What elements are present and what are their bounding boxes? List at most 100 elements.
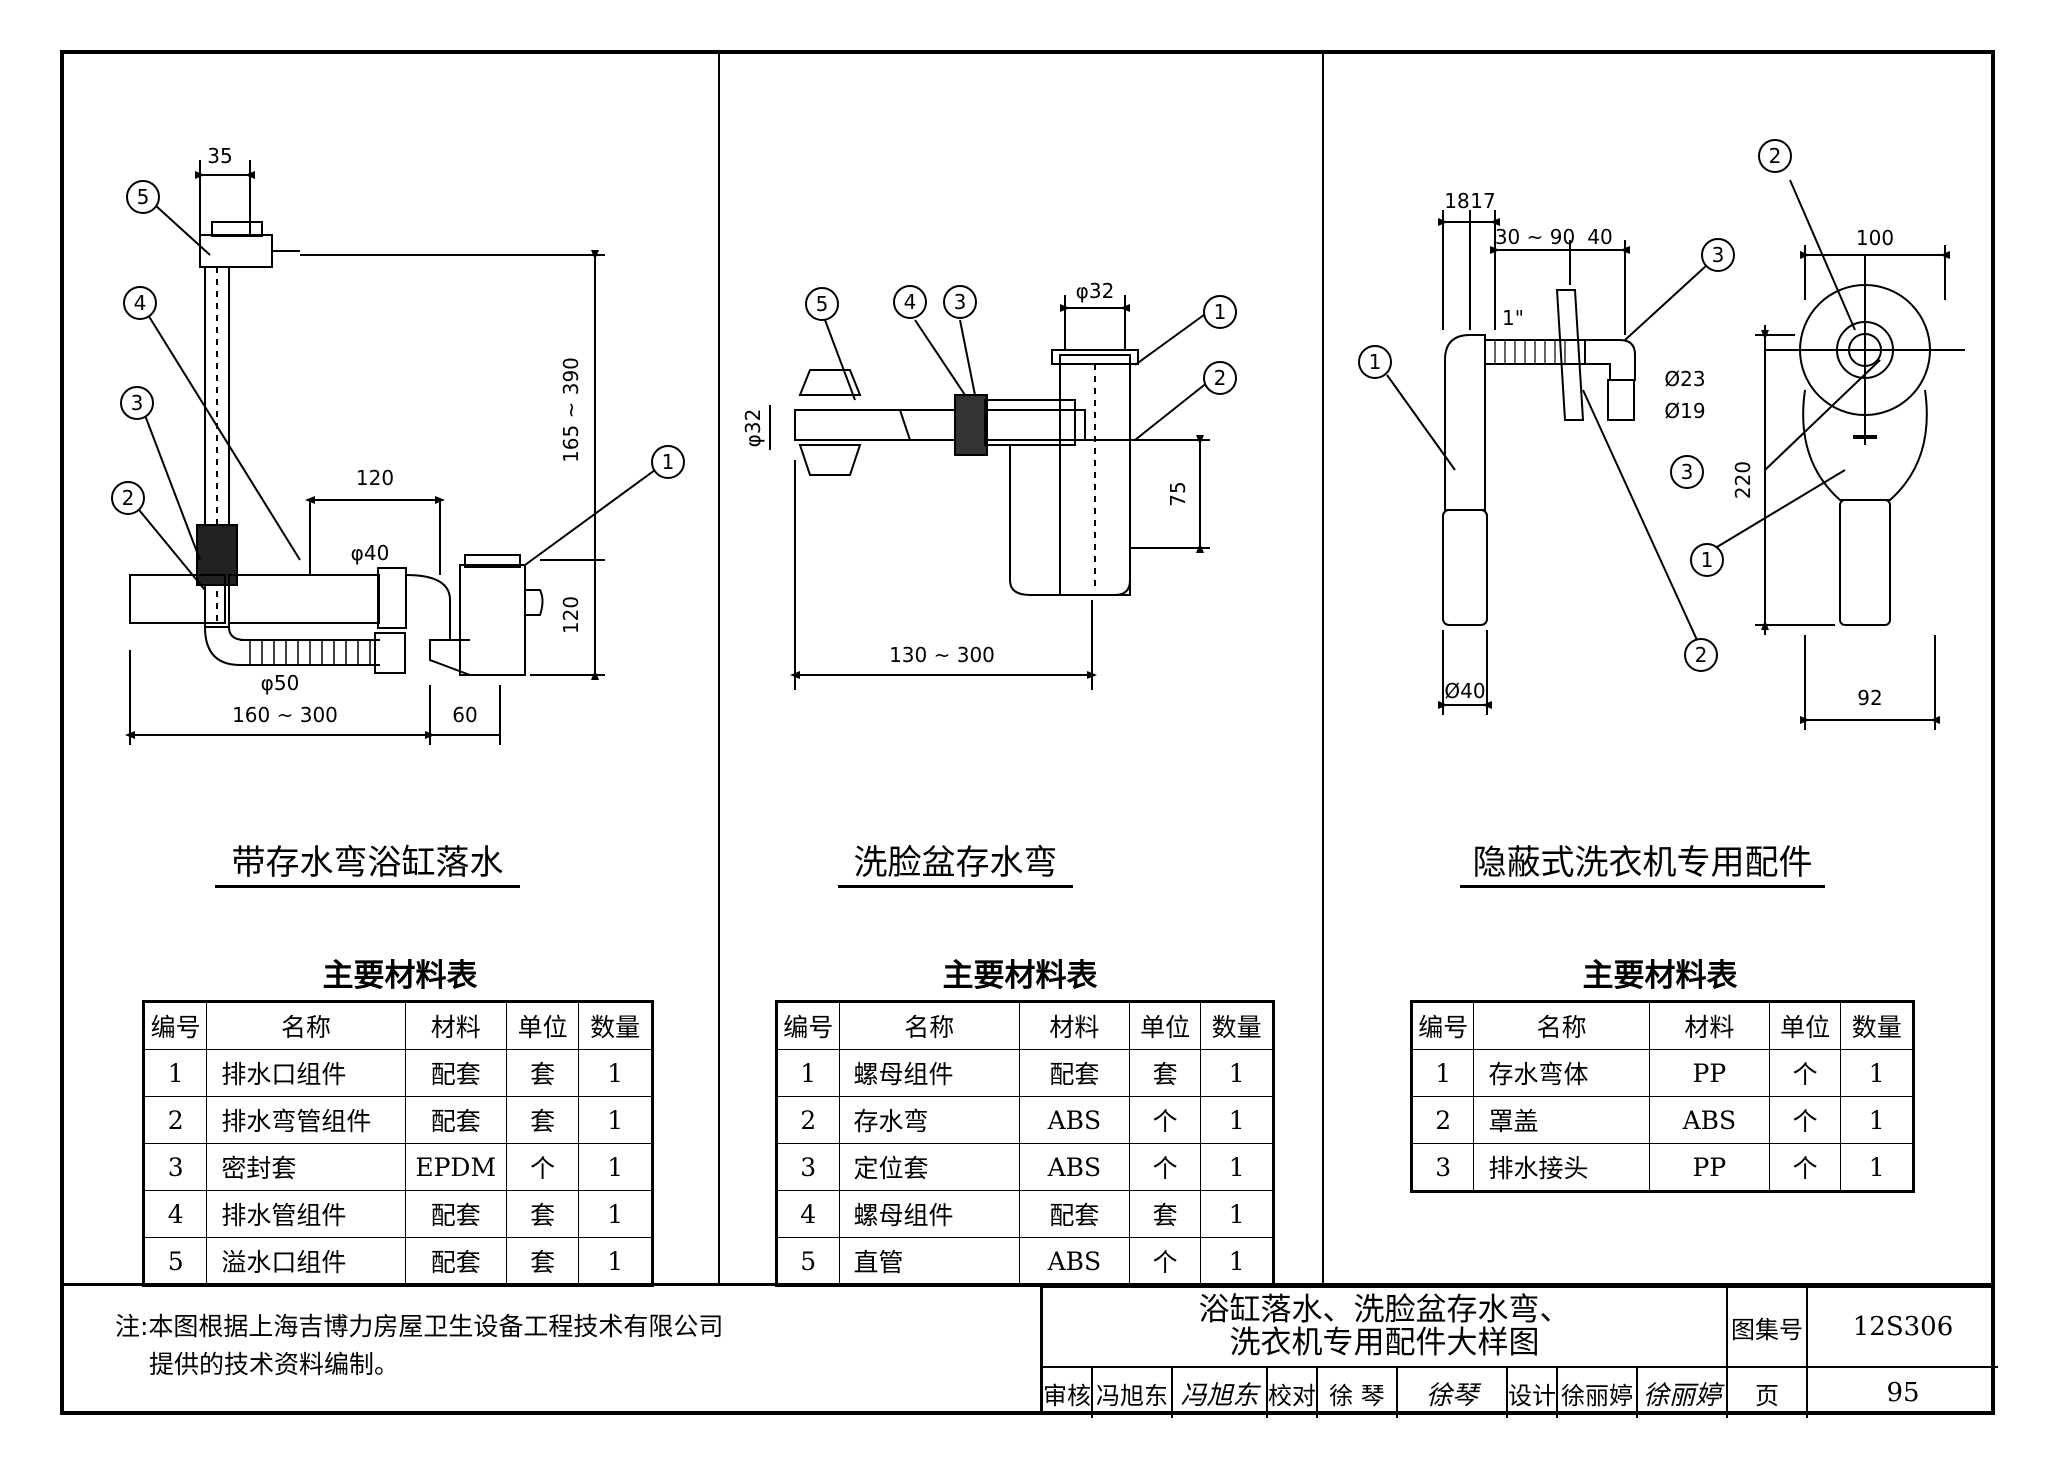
panel-1-title-text: 带存水弯浴缸落水 — [231, 843, 504, 883]
note-line-2: 提供的技术资料编制。 — [149, 1350, 400, 1379]
dim-1-inch: 1" — [1502, 306, 1524, 330]
cell-qty: 1 — [578, 1190, 653, 1238]
table-2-title: 主要材料表 — [942, 958, 1098, 994]
panel-3-title-underline — [1460, 885, 1825, 888]
cell-no: 1 — [1410, 1049, 1475, 1097]
cell-no: 5 — [776, 1237, 840, 1286]
dim-phi32-left: φ32 — [741, 409, 765, 448]
callout-2: 2 — [122, 486, 135, 510]
header-name: 名称 — [206, 1001, 406, 1050]
header-unit: 单位 — [1128, 1001, 1202, 1050]
cell-qty: 1 — [1840, 1143, 1914, 1192]
cell-unit: 个 — [1128, 1237, 1202, 1286]
panel-3-title-text: 隐蔽式洗衣机专用配件 — [1472, 843, 1813, 883]
cell-name: 排水管组件 — [206, 1190, 406, 1238]
cell-material: 配套 — [1018, 1049, 1130, 1097]
cell-qty: 1 — [1200, 1190, 1274, 1238]
dim-phi32-top: φ32 — [1076, 279, 1115, 303]
cell-unit: 套 — [505, 1190, 580, 1238]
basin-trap-drawing: 5 4 3 1 2 φ32 φ32 75 130 ~ 300 — [741, 279, 1237, 690]
header-no: 编号 — [1410, 1001, 1475, 1050]
dim-75: 75 — [1166, 481, 1190, 506]
design-label: 设计 — [1508, 1368, 1558, 1418]
callout-2: 2 — [1214, 366, 1227, 390]
cell-material: ABS — [1018, 1143, 1130, 1191]
dim-120b: 120 — [559, 596, 583, 634]
cell-material: ABS — [1018, 1096, 1130, 1144]
dim-130-300: 130 ~ 300 — [889, 643, 995, 667]
designer-signature: 徐丽婷 — [1638, 1368, 1728, 1418]
callout-1-side: 1 — [1369, 350, 1382, 374]
header-unit: 单位 — [505, 1001, 580, 1050]
dim-phi23: Ø23 — [1664, 367, 1705, 391]
callout-1-front: 1 — [1701, 548, 1714, 572]
cell-name: 密封套 — [206, 1143, 406, 1191]
table-header-row: 编号 名称 材料 单位 数量 — [776, 1001, 1274, 1050]
title-line-2: 洗衣机专用配件大样图 — [1229, 1325, 1540, 1361]
drawing-note: 注:本图根据上海吉博力房屋卫生设备工程技术有限公司 提供的技术资料编制。 — [115, 1308, 723, 1384]
cell-name: 罩盖 — [1473, 1096, 1650, 1144]
dim-160-300: 160 ~ 300 — [232, 703, 338, 727]
cell-no: 3 — [776, 1143, 840, 1191]
cell-unit: 套 — [505, 1049, 580, 1097]
panel-3-title: 隐蔽式洗衣机专用配件 — [1460, 835, 1825, 888]
cell-no: 4 — [142, 1190, 208, 1238]
table-header-row: 编号 名称 材料 单位 数量 — [1410, 1001, 1914, 1050]
header-unit: 单位 — [1768, 1001, 1842, 1050]
review-label: 审核 — [1043, 1368, 1093, 1418]
table-3-title: 主要材料表 — [1582, 958, 1738, 994]
callout-1: 1 — [1214, 300, 1227, 324]
title-block: 浴缸落水、洗脸盆存水弯、 洗衣机专用配件大样图 图集号 12S306 审核 冯旭… — [1040, 1285, 1998, 1418]
cell-name: 螺母组件 — [838, 1049, 1020, 1097]
page-label: 页 — [1728, 1368, 1808, 1418]
cell-name: 排水接头 — [1473, 1143, 1650, 1192]
dim-35: 35 — [207, 144, 232, 168]
header-qty: 数量 — [1200, 1001, 1274, 1050]
header-name: 名称 — [838, 1001, 1020, 1050]
cell-unit: 套 — [505, 1237, 580, 1286]
callout-2-side: 2 — [1695, 643, 1708, 667]
cell-unit: 个 — [1128, 1143, 1202, 1191]
cell-qty: 1 — [1200, 1049, 1274, 1097]
panel-1-title: 带存水弯浴缸落水 — [215, 835, 520, 888]
callout-1: 1 — [662, 450, 675, 474]
cell-unit: 个 — [1768, 1049, 1842, 1097]
cell-no: 5 — [142, 1237, 208, 1286]
cell-qty: 1 — [1840, 1096, 1914, 1144]
cell-unit: 个 — [1768, 1096, 1842, 1144]
cell-material: ABS — [1648, 1096, 1770, 1144]
callout-3: 3 — [954, 290, 967, 314]
cell-qty: 1 — [578, 1237, 653, 1286]
callout-5: 5 — [816, 292, 829, 316]
panel-2-title-underline — [838, 885, 1073, 888]
dim-phi50: φ50 — [261, 671, 300, 695]
cell-no: 2 — [1410, 1096, 1475, 1144]
reviewer-signature: 冯旭东 — [1173, 1368, 1268, 1418]
cell-no: 3 — [142, 1143, 208, 1191]
cell-qty: 1 — [578, 1143, 653, 1191]
cell-material: 配套 — [404, 1190, 507, 1238]
checker-name: 徐 琴 — [1318, 1368, 1398, 1418]
cell-no: 1 — [142, 1049, 208, 1097]
cell-unit: 个 — [505, 1143, 580, 1191]
panel-2-title: 洗脸盆存水弯 — [838, 835, 1073, 888]
title-block-title: 浴缸落水、洗脸盆存水弯、 洗衣机专用配件大样图 — [1043, 1288, 1728, 1368]
dim-18: 18 — [1444, 189, 1469, 213]
table-1-title: 主要材料表 — [322, 958, 478, 994]
cell-material: 配套 — [404, 1237, 507, 1286]
cell-unit: 套 — [1128, 1049, 1202, 1097]
cell-no: 3 — [1410, 1143, 1475, 1192]
header-material: 材料 — [1018, 1001, 1130, 1050]
dim-92: 92 — [1857, 686, 1882, 710]
